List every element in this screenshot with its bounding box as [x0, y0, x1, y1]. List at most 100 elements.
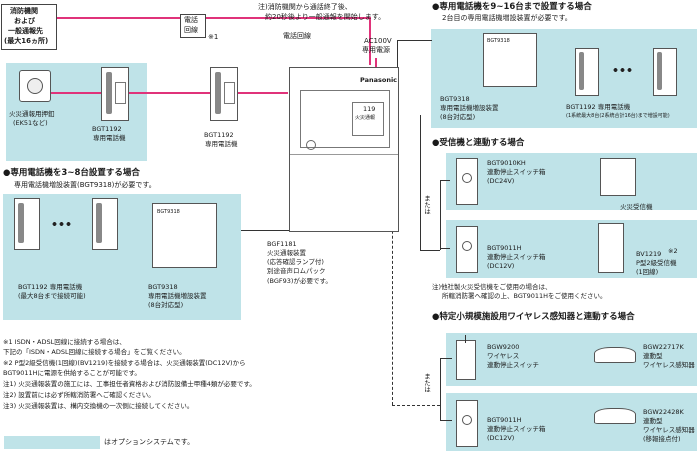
main-unit-lamp-icon: [306, 140, 316, 150]
sec-3to8-sub: 専用電話機増設装置(BGT9318)が必要です。: [14, 181, 156, 189]
receiver-switch2-voltage: (DC12V): [487, 262, 515, 270]
wireless-switch1-antenna-icon: [465, 335, 466, 343]
wireless-sensor2-model: BGW22428K: [643, 408, 684, 416]
phone2-keypad-icon: [224, 82, 235, 104]
fire-dept-line1: 消防機関: [10, 7, 38, 15]
main-unit-119: 119: [363, 105, 376, 113]
ac-power-l1: AC100V: [364, 37, 392, 45]
receiver2-device: [598, 223, 624, 273]
main-unit-model: BGF1181: [267, 240, 297, 248]
note-1a: ※1 ISDN・ADSL回線に接続する場合は、: [3, 338, 126, 346]
sec-9to16-phone-b-handset-icon: [657, 52, 662, 90]
sec-3to8-exp-caption3: (8台対応型): [148, 301, 184, 309]
phone-line-top: [57, 17, 370, 19]
sec-receiver-or-label: または: [422, 195, 431, 215]
wireless-sensor1-l2: 連動型: [643, 352, 663, 360]
wireless-sensor2: [594, 408, 636, 424]
option-area-wireless2: [446, 393, 697, 451]
note-3: 注1) 火災通報装置の施工には、工事担任者資格および消防設備士甲種4類が必要です…: [3, 380, 256, 388]
main-unit-feature: (応答確認ランプ付): [267, 258, 324, 266]
fire-button-l1: 火災通報用押釦: [9, 110, 55, 118]
sec-9to16-exp-caption3: (8台対応型): [440, 113, 476, 121]
phone1-model: BGT1192: [92, 125, 122, 133]
phone2-model: BGT1192: [204, 131, 234, 139]
receiver-note2: 所轄消防署へ確認の上、BGT9011Hをご使用ください。: [442, 292, 607, 300]
sec-3to8-expander: BGT9318: [152, 203, 217, 268]
option-area-receiver1: [446, 153, 697, 210]
line-unit-to-3to8: [241, 230, 289, 231]
fire-button-icon: [27, 78, 43, 94]
line-unit-to-9to16-v: [397, 40, 398, 67]
receiver1-device: [600, 158, 636, 196]
receiver-switch1-model: BGT9010KH: [487, 159, 526, 167]
phone2-device: [210, 67, 238, 121]
main-unit-divider: [290, 154, 398, 155]
sec-9to16-exp-caption1: BGT9318: [440, 95, 470, 103]
note-2a: ※2 P型2級受信機(1回線)(BV1219)を接続する場合は、火災通報装置(D…: [3, 359, 246, 367]
sec-3to8-phone-a-handset-icon: [18, 203, 24, 243]
wireless-switch2-icon: [462, 415, 472, 425]
receiver-switch1-name: 連動停止スイッチ箱: [487, 168, 546, 176]
sec-3to8-phone-caption2: (最大8台まで接続可能): [18, 292, 86, 300]
phone-line-box-l2: 回線: [184, 26, 198, 34]
line-unit-to-9to16: [397, 40, 432, 41]
sec-9to16-phone-caption2: (1系統最大8台(2系統合計16台)まで増設可能): [566, 113, 670, 119]
sec-9to16-phone-caption1: BGT1192 専用電話機: [566, 103, 631, 111]
sec-receiver-heading: ●受信機と連動する場合: [432, 138, 525, 148]
phone2-handset-icon: [215, 72, 221, 114]
fire-dept-line4: (最大16ヵ所): [4, 37, 49, 45]
note-4: 注2) 設置前には必ず所轄消防署へご確認ください。: [3, 391, 155, 399]
receiver-switch1-icon: [462, 173, 472, 183]
dashed-to-wireless: [392, 140, 393, 405]
main-unit-rom-note2: (BGF93)が必要です。: [267, 277, 332, 285]
ac-power-line: [375, 58, 377, 68]
line-to-wsw1: [440, 358, 452, 359]
receiver-switch2-icon: [462, 241, 472, 251]
wireless-sensor2-l4: (移報接点付): [643, 435, 681, 443]
phone-line-down: [369, 17, 371, 65]
wireless-switch1-l2: ワイヤレス: [487, 352, 520, 360]
note-top-line1: 注)消防機関から通話終了後、: [258, 3, 352, 11]
phone1-keypad-icon: [115, 82, 126, 104]
note-5: 注3) 火災通報装置は、構内交換機の一次側に接続してください。: [3, 402, 194, 410]
phone-line-note-mark: ※1: [208, 33, 219, 41]
sec-3to8-exp-caption2: 専用電話機増設装置: [148, 292, 207, 300]
line-right-receiver-v: [440, 180, 441, 250]
line-right-to-receiver: [420, 250, 440, 251]
fire-button-l2: (EK51など): [13, 119, 48, 127]
option-area-9to16: [431, 29, 697, 128]
sec-wireless-or-label: または: [422, 373, 431, 393]
wireless-sensor1: [594, 347, 636, 363]
main-unit-panel: [300, 90, 390, 148]
line-wireless-v: [440, 358, 441, 420]
receiver-switch1-voltage: (DC24V): [487, 177, 515, 185]
main-unit-rom-note1: 別途音声ロムパック: [267, 267, 326, 275]
wireless-switch2-voltage: (DC12V): [487, 434, 515, 442]
legend-text: はオプションシステムです。: [104, 438, 195, 446]
sec-9to16-phone-a-handset-icon: [579, 52, 584, 90]
sec-3to8-ellipsis-icon: [51, 222, 73, 226]
receiver-switch2: [456, 226, 478, 273]
sec-9to16-expander: BGT9318: [483, 33, 537, 87]
receiver2-mark: ※2: [668, 247, 678, 255]
receiver-note1: 注)他社製火災受信機をご使用の場合は、: [432, 283, 552, 291]
sec-3to8-phone-b: [92, 198, 118, 250]
phone-line-box: 電話 回線: [180, 14, 206, 38]
option-area-receiver2: [446, 220, 697, 278]
receiver-switch1: [456, 158, 478, 205]
sec-3to8-heading: ●専用電話機を3~8台設置する場合: [3, 168, 140, 178]
phone-line-box-l1: 電話: [184, 16, 198, 24]
receiver2-model: BV1219: [636, 250, 662, 258]
main-unit-name: 火災通報装置: [267, 249, 306, 257]
wireless-switch1: [456, 335, 476, 380]
line-to-sw1: [440, 180, 450, 181]
line-unit-right-main: [420, 115, 421, 250]
receiver1-label: 火災受信機: [620, 203, 653, 211]
sec-9to16-phone-a: [575, 48, 599, 96]
wireless-switch1-l3: 連動停止スイッチ: [487, 361, 539, 369]
phone2-name: 専用電話機: [205, 140, 238, 148]
dashed-to-wireless-h: [392, 405, 440, 406]
sec-3to8-phone-b-handset-icon: [96, 203, 102, 243]
sec-9to16-phone-b: [653, 48, 677, 96]
phone-line-label: 電話回線: [283, 32, 311, 40]
